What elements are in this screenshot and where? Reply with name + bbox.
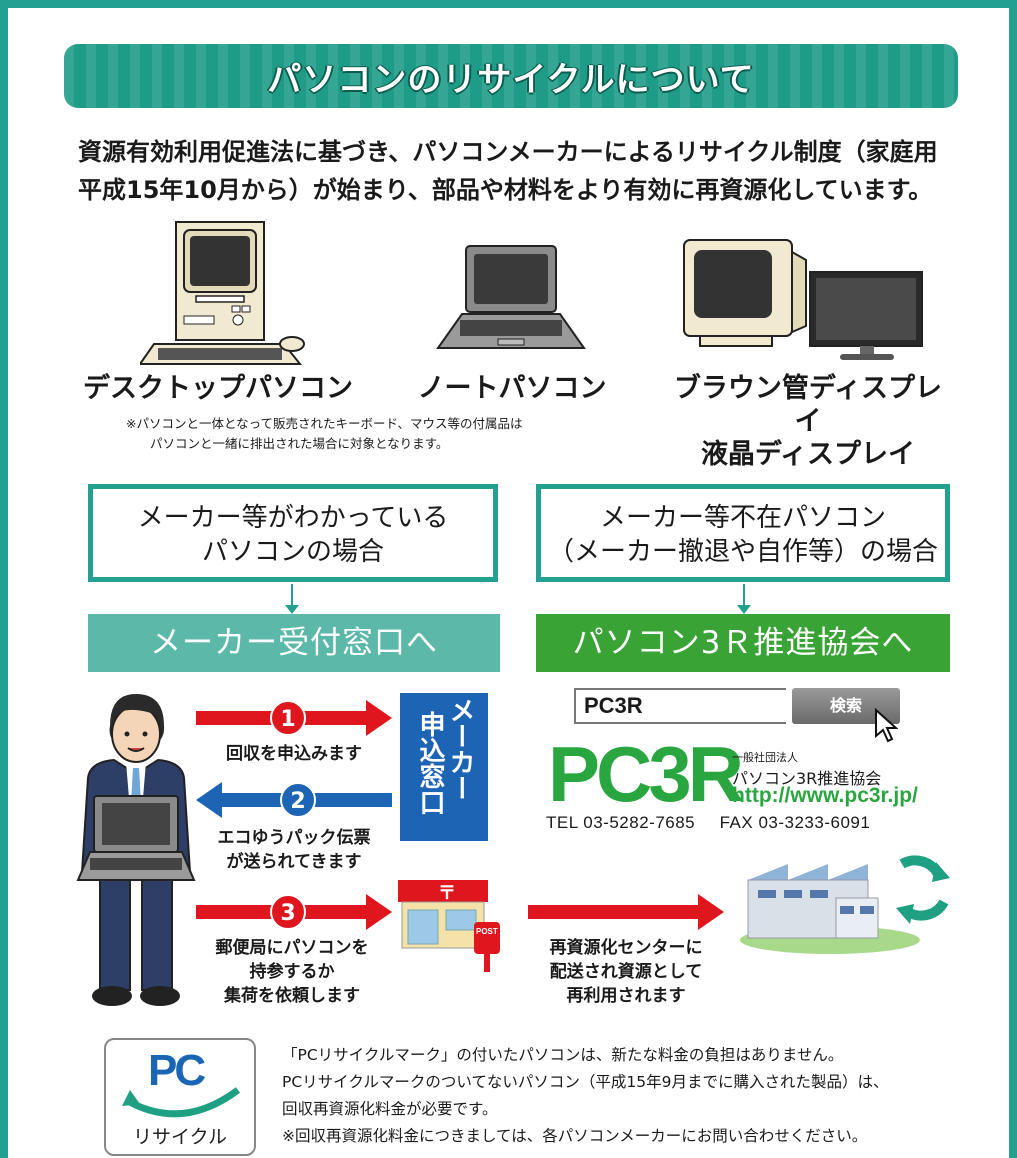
pc3r-logo: PC3R (548, 735, 744, 813)
pc-mark-text: PC (148, 1046, 206, 1095)
lcd-label: 液晶ディスプレイ (700, 439, 916, 470)
crt-label: ブラウン管ディスプレイ (673, 373, 943, 437)
tel-number: TEL 03-5282-7685 (546, 813, 696, 832)
step-2-arrow-head (196, 782, 222, 818)
step-3-number: 3 (270, 894, 306, 930)
step-3-arrow-head (366, 894, 392, 930)
accessory-note-line-2: パソコンと一緒に排出された場合に対象となります。 (150, 436, 449, 451)
step-2-arrow: 2 (196, 782, 392, 818)
maker-window-col-2: メーカー (445, 697, 475, 801)
step-2-caption-line-2: が送られてきます (226, 852, 362, 872)
down-arrow-left (285, 584, 299, 614)
to-recycle-center-arrow-bar (528, 905, 700, 919)
maker-window-text-1: 申込窓口 (415, 711, 445, 815)
pc-recycle-swoosh-icon (122, 1087, 241, 1118)
display-labels: ブラウン管ディスプレイ 液晶ディスプレイ (662, 372, 954, 471)
page-title: パソコンのリサイクルについて (267, 60, 755, 100)
desktop-pc-illustration (140, 221, 305, 365)
step-1-caption: 回収を申込みます (196, 742, 392, 766)
maker-reception-heading: メーカー受付窓口へ (88, 614, 500, 672)
desktop-label: デスクトップパソコン (83, 373, 353, 404)
case-no-maker: メーカー等不在パソコン （メーカー撤退や自作等）の場合 (536, 484, 950, 582)
accessory-note: ※パソコンと一体となって販売されたキーボード、マウス等の付属品は パソコンと一緒… (126, 414, 522, 454)
maker-window-box: 申込窓口 メーカー (400, 693, 488, 841)
footer-line-4: ※回収再資源化料金につきましては、各パソコンメーカーにお問い合わせください。 (282, 1127, 868, 1145)
post-office-sign: 〒 (438, 883, 456, 904)
intro-text: 資源有効利用促進法に基づき、パソコンメーカーによるリサイクル制度（家庭用 平成1… (78, 133, 978, 209)
recycle-center-line-3: 再利用されます (566, 986, 686, 1006)
step-3-caption: 郵便局にパソコンを 持参するか 集荷を依頼します (184, 936, 400, 1008)
org-name: パソコン3R推進協会 (732, 769, 882, 788)
footer-line-3: 回収再資源化料金が必要です。 (282, 1100, 498, 1118)
case-known-line-2: パソコンの場合 (201, 537, 384, 567)
post-box-label: POST (476, 927, 498, 936)
intro-line-2: 平成15年10月から）が始まり、部品や材料をより有効に再資源化しています。 (78, 176, 933, 204)
step-1-arrow-head (366, 700, 392, 736)
step-3-caption-line-1: 郵便局にパソコンを (215, 938, 369, 958)
down-arrow-right (737, 584, 751, 614)
pc3r-heading: パソコン3Ｒ推進協会へ (536, 614, 950, 672)
footer-line-1: 「PCリサイクルマーク」の付いたパソコンは、新たな料金の負担はありません。 (282, 1046, 844, 1064)
recycle-center-line-1: 再資源化センターに (549, 938, 703, 958)
step-3-caption-line-3: 集荷を依頼します (224, 986, 360, 1006)
to-recycle-center-arrow (528, 894, 724, 930)
fax-number: FAX 03-3233-6091 (719, 813, 871, 832)
post-office-illustration (398, 880, 500, 972)
pc3r-search-input[interactable]: PC3R (574, 688, 786, 724)
pc3r-logo-text: PC3R (548, 730, 744, 818)
step-3-arrow: 3 (196, 894, 392, 930)
footer-notes: 「PCリサイクルマーク」の付いたパソコンは、新たな料金の負担はありません。 PC… (282, 1042, 889, 1150)
org-type: 一般社団法人 (732, 751, 798, 764)
person-illustration (76, 694, 196, 1006)
laptop-label: ノートパソコン (417, 373, 607, 404)
step-1-arrow: 1 (196, 700, 392, 736)
step-1-caption-line-1: 回収を申込みます (226, 744, 362, 764)
recycle-center-caption: 再資源化センターに 配送され資源として 再利用されます (518, 936, 734, 1008)
recycle-factory-illustration (740, 855, 950, 954)
step-2-caption-line-1: エコゆうパック伝票 (217, 828, 371, 848)
step-1-number: 1 (270, 700, 306, 736)
title-banner: パソコンのリサイクルについて (64, 44, 958, 108)
case-unknown-line-2: （メーカー撤退や自作等）の場合 (547, 537, 938, 567)
case-known-line-1: メーカー等がわかっている (137, 503, 449, 533)
maker-window-text-2: メーカー (445, 697, 475, 801)
contact-line: TEL 03-5282-7685 FAX 03-3233-6091 (546, 813, 870, 833)
step-2-number: 2 (280, 782, 316, 818)
accessory-note-line-1: ※パソコンと一体となって販売されたキーボード、マウス等の付属品は (126, 416, 523, 431)
laptop-illustration (436, 245, 586, 349)
intro-line-1: 資源有効利用促進法に基づき、パソコンメーカーによるリサイクル制度（家庭用 (78, 138, 938, 166)
pc-recycle-mark: PC リサイクル (104, 1038, 256, 1156)
recycle-center-line-2: 配送され資源として (549, 962, 703, 982)
display-illustration (683, 239, 923, 360)
mouse-cursor-icon (875, 708, 898, 743)
footer-line-2: PCリサイクルマークのついてないパソコン（平成15年9月までに購入された製品）は… (282, 1073, 889, 1091)
to-recycle-center-arrow-head (698, 894, 724, 930)
maker-window-col-1: 申込窓口 (415, 711, 445, 815)
banner-stripes (64, 44, 958, 108)
case-known-maker: メーカー等がわかっている パソコンの場合 (88, 484, 498, 582)
step-2-caption: エコゆうパック伝票 が送られてきます (196, 826, 392, 874)
pc-mark-label: リサイクル (132, 1126, 228, 1148)
pc3r-url-link[interactable]: http://www.pc3r.jp/ (732, 784, 918, 807)
case-unknown-line-1: メーカー等不在パソコン (599, 503, 886, 533)
step-3-caption-line-2: 持参するか (249, 962, 335, 982)
